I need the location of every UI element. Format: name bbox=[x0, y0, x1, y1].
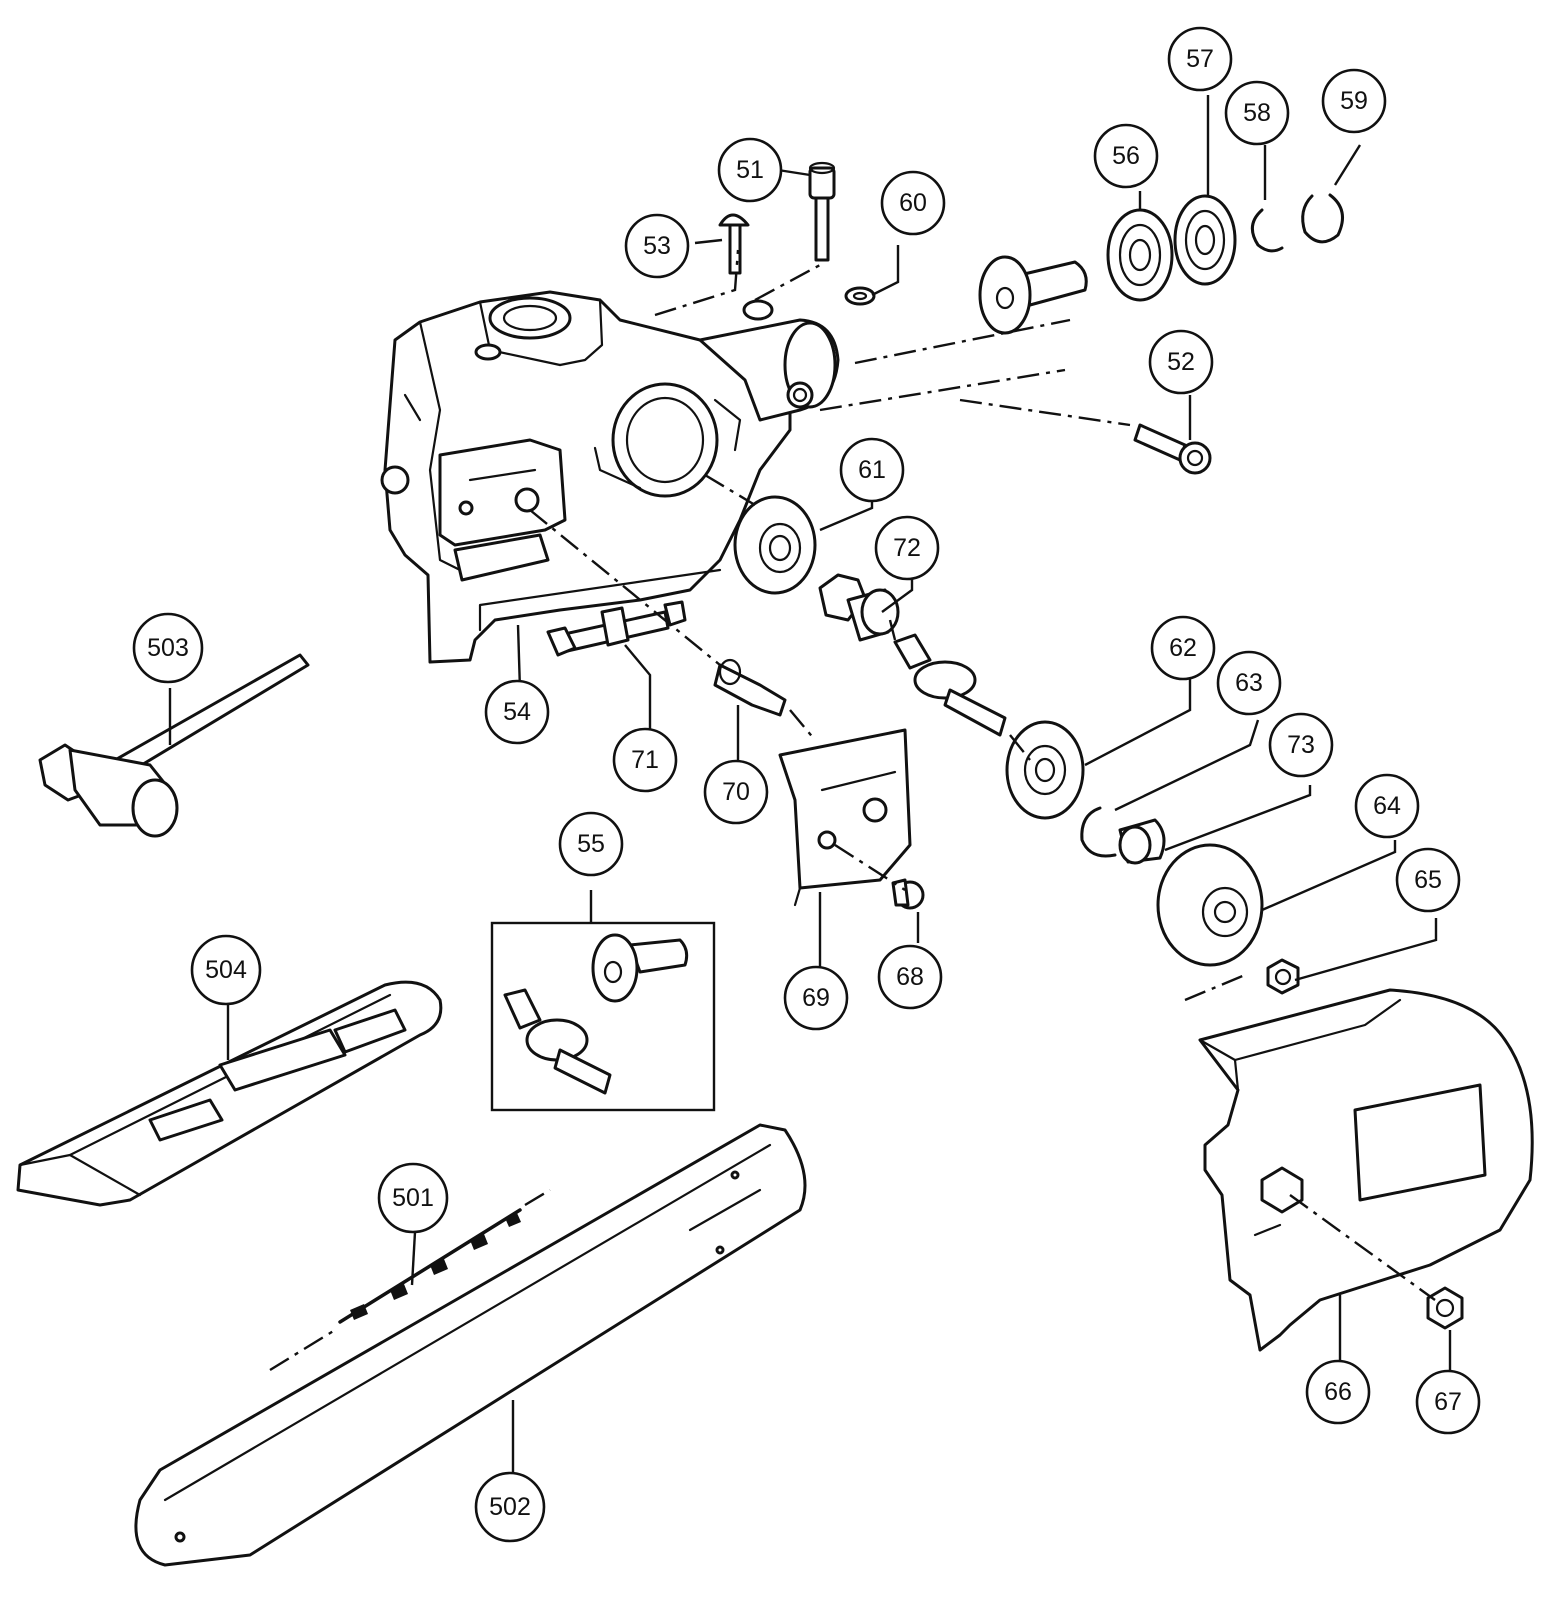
callout-69: 69 bbox=[783, 965, 849, 1031]
callout-label: 61 bbox=[858, 456, 886, 484]
washer-60 bbox=[844, 286, 876, 306]
callout-label: 58 bbox=[1243, 99, 1271, 127]
callout-67: 67 bbox=[1415, 1369, 1481, 1435]
callout-53: 53 bbox=[624, 213, 690, 279]
callout-label: 69 bbox=[802, 984, 830, 1012]
callout-58: 58 bbox=[1224, 80, 1290, 146]
bearing-62 bbox=[1005, 720, 1085, 820]
sprocket-72 bbox=[818, 573, 900, 642]
callout-label: 503 bbox=[147, 634, 189, 662]
callout-62: 62 bbox=[1150, 615, 1216, 681]
screw-53 bbox=[718, 213, 750, 275]
callout-label: 62 bbox=[1169, 634, 1197, 662]
pin-70 bbox=[713, 658, 787, 717]
bolt-51 bbox=[808, 161, 836, 262]
leader-lines bbox=[168, 95, 1452, 1472]
callout-502: 502 bbox=[474, 1471, 546, 1543]
clip-63 bbox=[1080, 806, 1117, 858]
screw-68 bbox=[891, 878, 925, 910]
callout-54: 54 bbox=[484, 679, 550, 745]
wrench-503 bbox=[38, 653, 310, 838]
callout-label: 502 bbox=[489, 1493, 531, 1521]
callout-59: 59 bbox=[1321, 68, 1387, 134]
sprocket-guard-66 bbox=[1198, 988, 1534, 1352]
bolt-52 bbox=[1133, 423, 1212, 475]
callout-60: 60 bbox=[880, 170, 946, 236]
bearing-57 bbox=[1173, 194, 1237, 286]
callout-label: 65 bbox=[1414, 866, 1442, 894]
callout-label: 54 bbox=[503, 698, 531, 726]
callout-label: 70 bbox=[722, 778, 750, 806]
callout-73: 73 bbox=[1268, 712, 1334, 778]
callout-label: 53 bbox=[643, 232, 671, 260]
callout-70: 70 bbox=[703, 759, 769, 825]
callout-68: 68 bbox=[877, 944, 943, 1010]
saw-chain-501 bbox=[269, 1188, 551, 1372]
callout-label: 72 bbox=[893, 534, 921, 562]
callout-label: 55 bbox=[577, 830, 605, 858]
callout-label: 59 bbox=[1340, 87, 1368, 115]
circlip-59 bbox=[1301, 193, 1344, 244]
callout-label: 68 bbox=[896, 963, 924, 991]
callout-label: 64 bbox=[1373, 792, 1401, 820]
callout-51: 51 bbox=[717, 137, 783, 203]
callout-501: 501 bbox=[377, 1162, 449, 1234]
callout-label: 66 bbox=[1324, 1378, 1352, 1406]
callout-57: 57 bbox=[1167, 26, 1233, 92]
callout-56: 56 bbox=[1093, 123, 1159, 189]
callout-label: 60 bbox=[899, 189, 927, 217]
callout-label: 63 bbox=[1235, 669, 1263, 697]
guide-bar-502 bbox=[134, 1123, 807, 1567]
bearing-56 bbox=[1106, 208, 1174, 302]
bar-cover-504 bbox=[16, 980, 443, 1207]
callout-66: 66 bbox=[1305, 1359, 1371, 1425]
bearing-61 bbox=[733, 495, 817, 595]
callout-52: 52 bbox=[1148, 329, 1214, 395]
kit-55-box bbox=[490, 921, 716, 1112]
callout-63: 63 bbox=[1216, 650, 1282, 716]
callout-label: 73 bbox=[1287, 731, 1315, 759]
callout-55: 55 bbox=[558, 811, 624, 877]
bar-plate-69 bbox=[778, 728, 912, 907]
callout-65: 65 bbox=[1395, 847, 1461, 913]
tensioner-71 bbox=[546, 600, 687, 657]
callout-label: 501 bbox=[392, 1184, 434, 1212]
callout-71: 71 bbox=[612, 727, 678, 793]
callout-label: 504 bbox=[205, 956, 247, 984]
callout-61: 61 bbox=[839, 437, 905, 503]
spindle bbox=[893, 633, 1007, 737]
callout-72: 72 bbox=[874, 515, 940, 581]
callout-503: 503 bbox=[132, 612, 204, 684]
callout-504: 504 bbox=[190, 934, 262, 1006]
clutch-drum-64 bbox=[1156, 843, 1264, 967]
gear-case bbox=[380, 290, 840, 664]
callout-label: 57 bbox=[1186, 45, 1214, 73]
callout-label: 67 bbox=[1434, 1388, 1462, 1416]
drive-shaft bbox=[978, 255, 1088, 335]
callout-label: 51 bbox=[736, 156, 764, 184]
bushing-73 bbox=[1118, 818, 1166, 865]
kit-55-parts bbox=[503, 933, 689, 1095]
nut-67 bbox=[1426, 1286, 1464, 1330]
assembly-lines bbox=[529, 249, 1436, 1301]
callout-label: 52 bbox=[1167, 348, 1195, 376]
callout-label: 56 bbox=[1112, 142, 1140, 170]
nut-65 bbox=[1266, 958, 1300, 995]
circlip-58 bbox=[1250, 208, 1284, 253]
callout-label: 71 bbox=[631, 746, 659, 774]
callout-64: 64 bbox=[1354, 773, 1420, 839]
